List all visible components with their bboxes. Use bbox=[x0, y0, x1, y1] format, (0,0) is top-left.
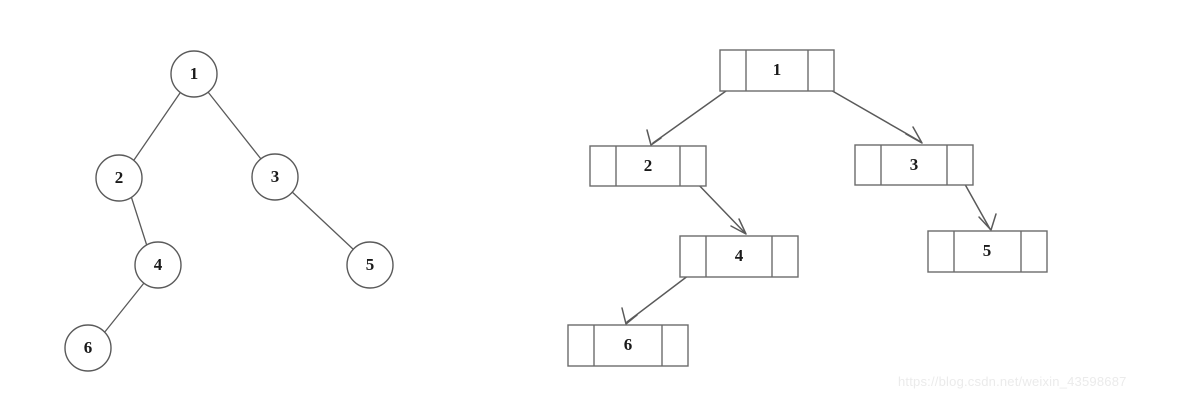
list-node-3: 3 bbox=[854, 144, 974, 186]
list-node-1: 1 bbox=[719, 49, 835, 92]
list-node-6: 6 bbox=[567, 324, 689, 367]
tree-node-label-3: 3 bbox=[271, 167, 280, 186]
tree-node-label-2: 2 bbox=[115, 168, 124, 187]
list-node-box-5 bbox=[927, 230, 1048, 273]
pointer-arrow-3-right bbox=[961, 178, 997, 231]
tree-node-label-6: 6 bbox=[84, 338, 93, 357]
list-node-label-3: 3 bbox=[910, 155, 919, 174]
pointer-arrow-1-right bbox=[821, 84, 923, 144]
tree-node-label-4: 4 bbox=[154, 255, 163, 274]
tree-node-2: 2 bbox=[95, 154, 143, 202]
pointer-line-4-left bbox=[626, 271, 694, 323]
list-node-label-5: 5 bbox=[983, 241, 992, 260]
tree-node-circle-6 bbox=[64, 324, 112, 372]
tree-node-1: 1 bbox=[170, 50, 218, 98]
tree-edge-1-3 bbox=[207, 91, 262, 160]
list-node-box-1 bbox=[719, 49, 835, 92]
pointer-arrow-1-left bbox=[646, 85, 734, 146]
tree-edge-2-4 bbox=[130, 195, 148, 247]
pointer-line-1-right bbox=[821, 84, 922, 143]
list-node-label-6: 6 bbox=[624, 335, 633, 354]
pointer-line-2-right bbox=[693, 179, 746, 234]
tree-node-6: 6 bbox=[64, 324, 112, 372]
list-node-4: 4 bbox=[679, 235, 799, 278]
tree-edge-3-5 bbox=[289, 189, 355, 251]
tree-node-label-5: 5 bbox=[366, 255, 375, 274]
arrow-head-3-right bbox=[978, 213, 997, 231]
tree-node-label-1: 1 bbox=[190, 64, 199, 83]
list-node-label-4: 4 bbox=[735, 246, 744, 265]
list-node-label-1: 1 bbox=[773, 60, 782, 79]
watermark: https://blog.csdn.net/weixin_43598687 bbox=[898, 374, 1127, 389]
list-node-box-3 bbox=[854, 144, 974, 186]
tree-node-circle-1 bbox=[170, 50, 218, 98]
tree-node-circle-5 bbox=[346, 241, 394, 289]
pointer-line-1-left bbox=[652, 85, 734, 144]
pointer-arrow-2-right bbox=[693, 179, 747, 235]
list-node-box-6 bbox=[567, 324, 689, 367]
arrow-head-4-left bbox=[621, 307, 638, 325]
arrow-head-1-left bbox=[646, 129, 662, 146]
arrow-head-1-right bbox=[905, 126, 923, 144]
tree-node-circle-3 bbox=[251, 153, 299, 201]
tree-edge-4-6 bbox=[103, 282, 145, 334]
list-node-2: 2 bbox=[589, 145, 707, 187]
tree-node-4: 4 bbox=[134, 241, 182, 289]
tree-edge-1-2 bbox=[133, 92, 181, 161]
tree-node-circle-2 bbox=[95, 154, 143, 202]
tree-node-5: 5 bbox=[346, 241, 394, 289]
arrow-head-2-right bbox=[730, 218, 747, 235]
tree-node-3: 3 bbox=[251, 153, 299, 201]
list-node-label-2: 2 bbox=[644, 156, 653, 175]
pointer-arrows-group bbox=[621, 84, 997, 325]
list-node-5: 5 bbox=[927, 230, 1048, 273]
list-node-box-4 bbox=[679, 235, 799, 278]
pointer-line-3-right bbox=[961, 178, 991, 230]
list-node-box-2 bbox=[589, 145, 707, 187]
pointer-arrow-4-left bbox=[621, 271, 694, 325]
tree-node-circle-4 bbox=[134, 241, 182, 289]
left-tree-group: 1 2 3 4 5 6 bbox=[64, 50, 394, 372]
tree-edges-group bbox=[103, 91, 355, 334]
right-linked-group: 1 2 3 4 bbox=[567, 49, 1048, 367]
